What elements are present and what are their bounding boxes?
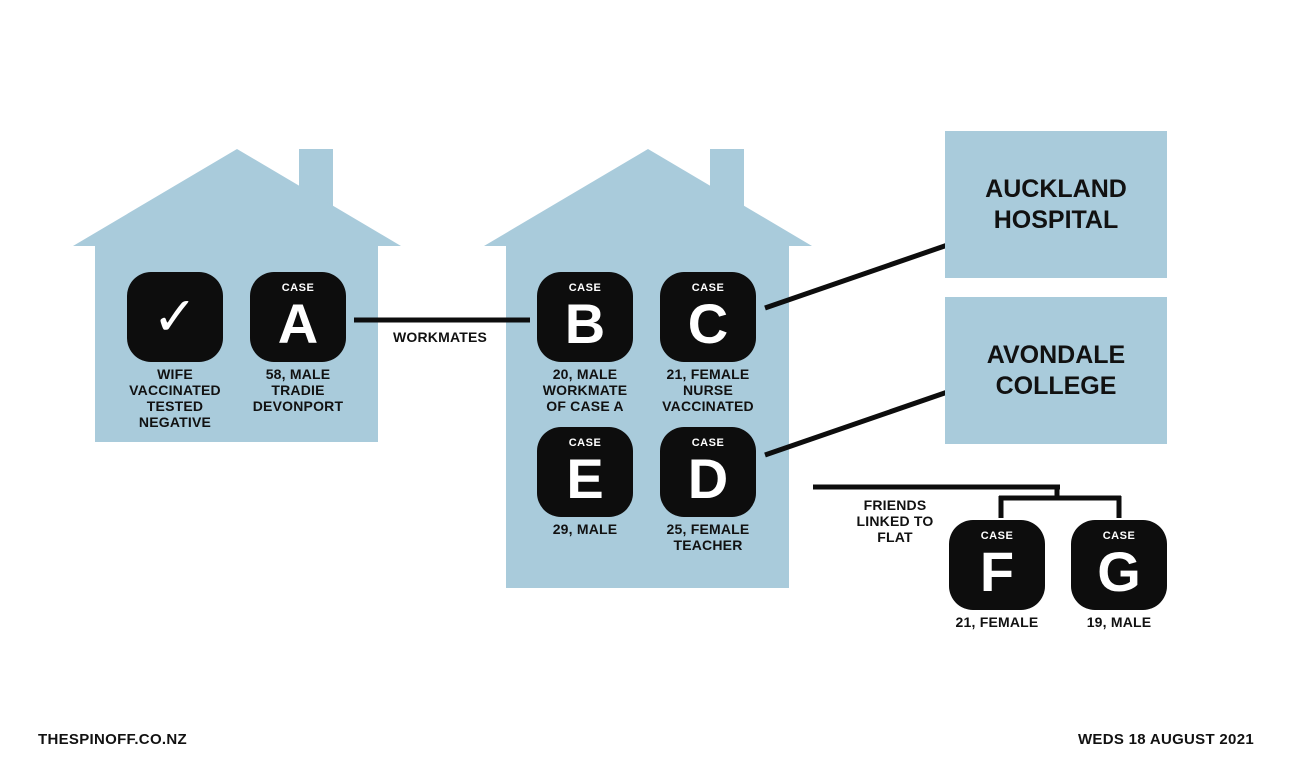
case-g-tile: CASE G: [1071, 520, 1167, 610]
case-b-caption: CASE: [568, 282, 602, 294]
case-f-caption: CASE: [980, 530, 1014, 542]
case-f-letter: F: [979, 540, 1015, 603]
workmates-label: WORKMATES: [392, 329, 488, 345]
case-g-letter: G: [1097, 540, 1141, 603]
friends-label: FRIENDS LINKED TO FLAT: [856, 497, 934, 545]
case-d-description: 25, FEMALE TEACHER: [666, 521, 750, 553]
location-auckland-hospital: AUCKLAND HOSPITAL: [945, 131, 1167, 278]
case-c-tile: CASE C: [660, 272, 756, 362]
case-g-caption: CASE: [1102, 530, 1136, 542]
wife-description: WIFE VACCINATED TESTED NEGATIVE: [129, 366, 221, 430]
case-c-description: 21, FEMALE NURSE VACCINATED: [662, 366, 754, 414]
case-a-description: 58, MALE TRADIE DEVONPORT: [252, 366, 344, 414]
case-d-letter: D: [687, 447, 729, 510]
case-e-tile: CASE E: [537, 427, 633, 517]
case-f-description: 21, FEMALE: [955, 614, 1039, 630]
check-icon: ✓: [152, 287, 198, 347]
footer-date: WEDS 18 AUGUST 2021: [1077, 731, 1254, 748]
case-e-description: 29, MALE: [552, 521, 618, 537]
case-g-description: 19, MALE: [1086, 614, 1152, 630]
case-a-tile: CASE A: [250, 272, 346, 362]
link-d-college-line: [764, 384, 963, 458]
case-b-description: 20, MALE WORKMATE OF CASE A: [542, 366, 628, 414]
case-f-tile: CASE F: [949, 520, 1045, 610]
case-c-letter: C: [687, 292, 729, 355]
case-c-caption: CASE: [691, 282, 725, 294]
link-c-hospital-line: [764, 237, 963, 311]
case-e-caption: CASE: [568, 437, 602, 449]
wife-tile: ✓: [127, 272, 223, 362]
case-d-tile: CASE D: [660, 427, 756, 517]
case-a-caption: CASE: [281, 282, 315, 294]
case-d-caption: CASE: [691, 437, 725, 449]
case-a-letter: A: [277, 292, 319, 355]
link-friends-bracket: [813, 484, 1122, 518]
footer-source: THESPINOFF.CO.NZ: [38, 731, 187, 748]
case-b-letter: B: [564, 292, 606, 355]
case-e-letter: E: [566, 447, 604, 510]
location-avondale-college: AVONDALE COLLEGE: [945, 297, 1167, 444]
case-b-tile: CASE B: [537, 272, 633, 362]
